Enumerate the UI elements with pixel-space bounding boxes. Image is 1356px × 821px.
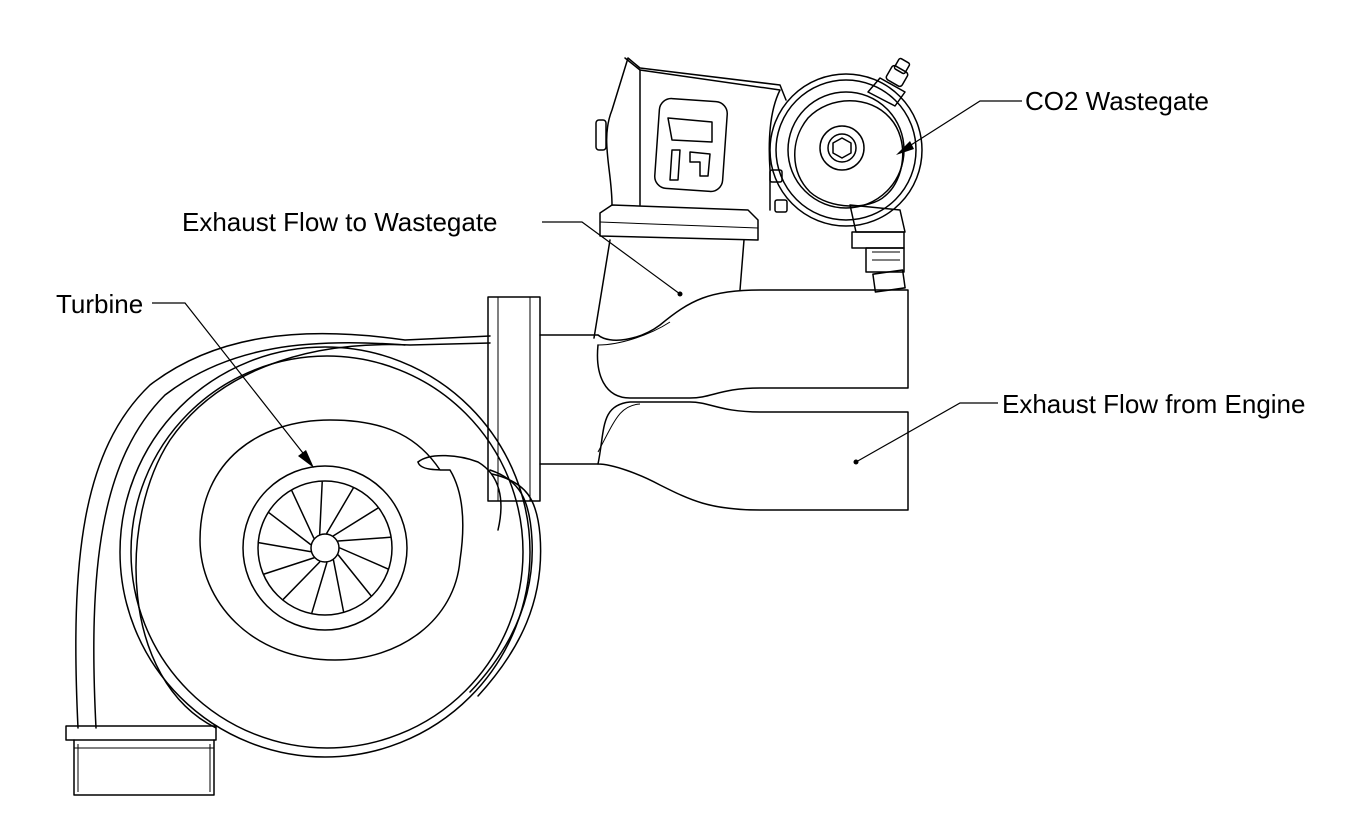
leader-exhaust-from-engine: [853, 402, 998, 465]
turbine-blade: [326, 487, 354, 534]
label-co2-wastegate: CO2 Wastegate: [1025, 86, 1209, 116]
turbine-flange: [487, 296, 541, 502]
turbine-housing: [65, 332, 542, 796]
leader-exhaust-to-wastegate: [542, 221, 683, 297]
leader-turbine: [152, 302, 314, 468]
turbine-blade: [263, 557, 315, 575]
turbine-blade: [291, 490, 315, 539]
turbine-blade: [258, 542, 312, 553]
turbine-blade: [282, 561, 321, 600]
turbine-blade: [339, 547, 389, 570]
label-exhaust-flow-from-engine: Exhaust Flow from Engine: [1002, 389, 1305, 419]
turbine-blade: [311, 562, 328, 614]
turbine-blade: [332, 559, 345, 613]
wastegate-body: [595, 57, 788, 241]
leader-co2-wastegate: [896, 100, 1022, 155]
co2-actuator: [769, 57, 923, 293]
turbine-blade: [337, 536, 391, 542]
turbine-blade: [318, 481, 323, 535]
turbine-blade: [268, 512, 312, 546]
exhaust-manifold: [539, 239, 909, 511]
label-turbine: Turbine: [56, 289, 143, 319]
turbine-blade: [337, 554, 372, 597]
turbine-blade: [332, 507, 379, 537]
turbine-wheel: [242, 465, 408, 631]
label-exhaust-flow-to-wastegate: Exhaust Flow to Wastegate: [182, 207, 498, 237]
